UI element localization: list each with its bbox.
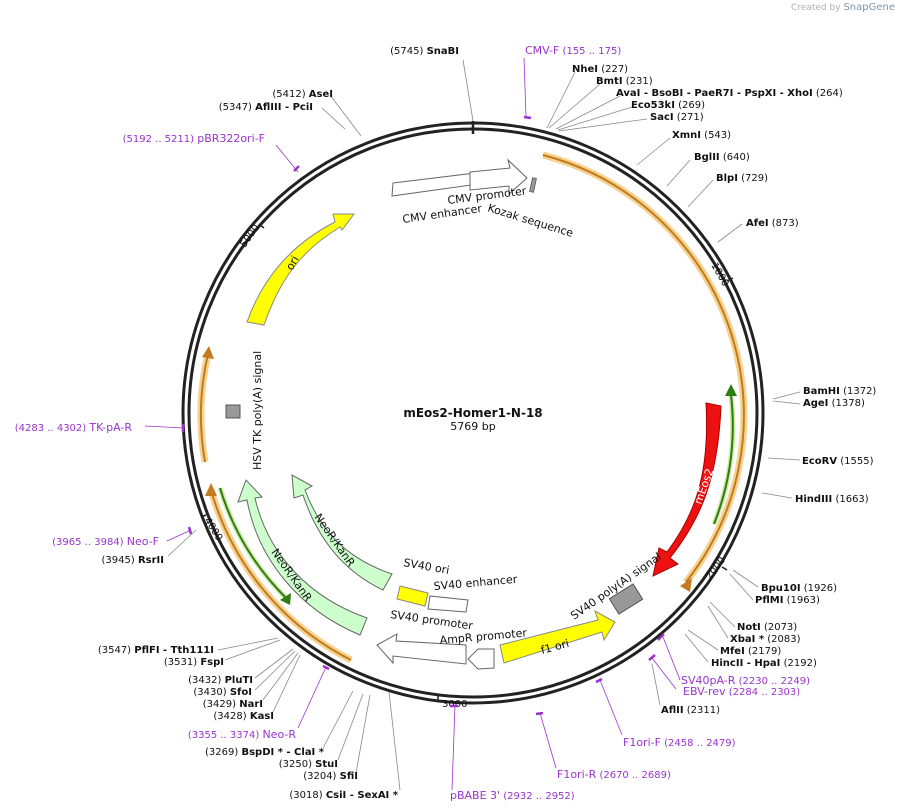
enzyme-label: MfeI (2179) bbox=[720, 646, 781, 657]
plasmid-name: mEos2-Homer1-N-18 bbox=[403, 406, 542, 420]
orf-arc bbox=[210, 489, 352, 661]
enzyme-label: (3432) PluTI bbox=[188, 675, 253, 686]
enzyme-label: HindIII (1663) bbox=[795, 494, 869, 505]
plasmid-length: 5769 bp bbox=[450, 420, 495, 433]
orf-arrowhead bbox=[725, 384, 737, 396]
feature-label: SV40 ori bbox=[402, 556, 450, 577]
scale-tick-mark bbox=[200, 514, 207, 518]
feature-ampr-promoter bbox=[467, 648, 495, 670]
primer-lines bbox=[144, 57, 681, 791]
scale-tick-mark bbox=[258, 223, 265, 229]
enzyme-labels: (5745) SnaBI NheI (227) BmtI (231) AvaI … bbox=[98, 46, 877, 801]
enzyme-label: (5347) AflIII - PciI bbox=[219, 102, 313, 113]
enzyme-label: (3430) SfoI bbox=[193, 687, 252, 698]
feature-label: NeoR/KanR bbox=[312, 511, 358, 569]
primer-label: EBV-rev (2284 .. 2303) bbox=[683, 685, 800, 698]
primer-label: pBABE 3' (2932 .. 2952) bbox=[450, 789, 575, 802]
feature-ori bbox=[246, 213, 355, 326]
feature-meos2 bbox=[652, 402, 722, 577]
feature-kozak bbox=[529, 177, 537, 193]
enzyme-label: BglII (640) bbox=[694, 152, 750, 163]
enzyme-label: BmtI (231) bbox=[596, 76, 653, 87]
watermark-prefix: Created by bbox=[791, 3, 841, 13]
feature-sv40-polya bbox=[608, 583, 644, 615]
enzyme-label: NheI (227) bbox=[572, 64, 628, 75]
primer-label: (5192 .. 5211) pBR322ori-F bbox=[123, 132, 265, 145]
orf-arrowhead bbox=[205, 483, 217, 496]
orf-arrowhead bbox=[280, 593, 291, 605]
primer-label: (3965 .. 3984) Neo-F bbox=[52, 535, 159, 548]
enzyme-label: NotI (2073) bbox=[737, 622, 797, 633]
feature-label: CMV enhancer bbox=[402, 202, 483, 226]
feature-neor-inner bbox=[291, 474, 393, 591]
primer-ticks bbox=[181, 115, 665, 716]
feature-label: SV40 poly(A) signal bbox=[568, 550, 663, 622]
orf-arrowhead bbox=[680, 578, 692, 592]
feature-neor-outer bbox=[237, 479, 368, 636]
feature-label: HSV TK poly(A) signal bbox=[251, 351, 264, 470]
primer-label: (3355 .. 3374) Neo-R bbox=[188, 728, 297, 741]
feature-cmv-promoter bbox=[469, 158, 528, 196]
primer-label: SV40pA-R (2230 .. 2249) bbox=[681, 674, 810, 687]
orf-arrowhead bbox=[202, 346, 214, 359]
enzyme-label: (3945) RsrII bbox=[102, 555, 164, 566]
primer-label: F1ori-F (2458 .. 2479) bbox=[623, 736, 736, 749]
enzyme-label: Bpu10I (1926) bbox=[761, 583, 837, 594]
feature-label: mEos2 bbox=[692, 467, 717, 506]
enzyme-label: (3547) PflFI - Tth111I bbox=[98, 645, 214, 656]
feature-label: ori bbox=[283, 254, 301, 273]
enzyme-label: SacI (271) bbox=[650, 112, 704, 123]
orf-arc bbox=[200, 353, 209, 463]
enzyme-label: HincII - HpaI (2192) bbox=[711, 658, 817, 669]
enzyme-label: XbaI * (2083) bbox=[730, 634, 801, 645]
feature-label: Kozak sequence bbox=[486, 201, 575, 239]
enzyme-label: AgeI (1378) bbox=[803, 398, 865, 409]
enzyme-label: PflMI (1963) bbox=[755, 595, 820, 606]
enzyme-label: (3018) CsiI - SexAI * bbox=[289, 790, 398, 801]
scale-tick-mark bbox=[726, 277, 734, 282]
enzyme-label: (3250) StuI bbox=[279, 759, 338, 770]
orf-green bbox=[219, 487, 287, 599]
enzyme-label: (3429) NarI bbox=[203, 699, 263, 710]
enzyme-label: EcoRV (1555) bbox=[802, 456, 874, 467]
enzyme-label: XmnI (543) bbox=[672, 130, 731, 141]
enzyme-label: (5745) SnaBI bbox=[390, 46, 459, 57]
enzyme-label: (3204) SfiI bbox=[303, 771, 358, 782]
enzyme-label: (3531) FspI bbox=[164, 657, 224, 668]
enzyme-label: (5412) AseI bbox=[272, 89, 333, 100]
enzyme-label: AflII (2311) bbox=[661, 705, 720, 716]
snapgene-watermark: Created by SnapGene bbox=[791, 2, 895, 13]
enzyme-label: BlpI (729) bbox=[716, 173, 768, 184]
primer-label: F1ori-R (2670 .. 2689) bbox=[557, 768, 671, 781]
scale-tick: 3000 bbox=[442, 699, 467, 710]
primer-labels: CMV-F (155 .. 175) SV40pA-R (2230 .. 224… bbox=[15, 44, 810, 802]
enzyme-label: (3428) KasI bbox=[213, 711, 274, 722]
enzyme-label: Eco53kI (269) bbox=[631, 100, 705, 111]
feature-sv40-ori bbox=[396, 585, 429, 607]
feature-sv40-promoter bbox=[376, 633, 467, 665]
orf-green bbox=[713, 394, 734, 525]
enzyme-label: AvaI - BsoBI - PaeR7I - PspXI - XhoI (26… bbox=[616, 88, 843, 99]
leader-lines bbox=[167, 59, 801, 791]
enzyme-label: BamHI (1372) bbox=[803, 386, 876, 397]
orf-arc bbox=[542, 154, 745, 583]
feature-sv40-enhancer bbox=[427, 595, 469, 613]
watermark-brand: SnapGene bbox=[843, 2, 895, 13]
enzyme-label: AfeI (873) bbox=[746, 218, 799, 229]
feature-label: NeoR/KanR bbox=[269, 546, 315, 604]
primer-label: (4283 .. 4302) TK-pA-R bbox=[15, 421, 133, 434]
enzyme-label: (3269) BspDI * - ClaI * bbox=[205, 747, 325, 758]
primer-label: CMV-F (155 .. 175) bbox=[525, 44, 621, 57]
scale-tick-mark bbox=[721, 566, 728, 571]
feature-hsv-tk-polya bbox=[225, 404, 241, 419]
feature-f1-ori bbox=[499, 609, 616, 664]
